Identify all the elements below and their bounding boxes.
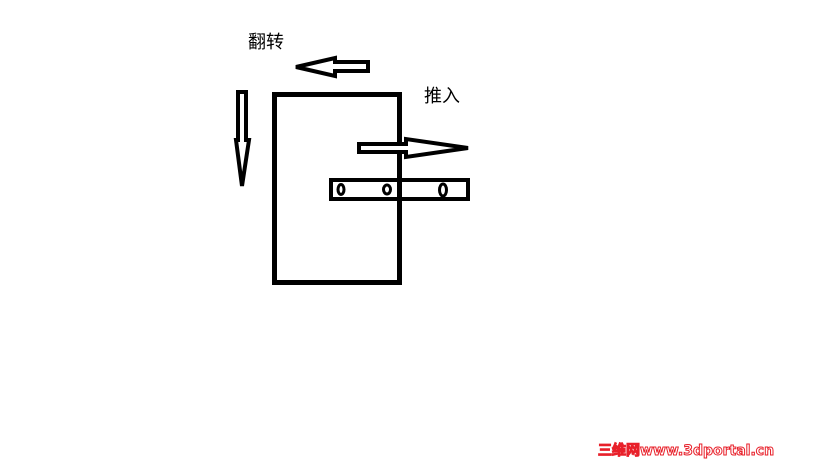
hole-1 [336,183,346,196]
flip-label: 翻转 [248,32,284,53]
frame-rectangle [272,92,402,285]
down-arrow-icon [233,90,252,187]
bar-rectangle [329,178,470,201]
flip-arrow-icon [295,55,370,79]
hole-2 [382,183,392,196]
hole-3 [438,182,448,198]
push-in-label: 推入 [424,86,460,107]
push-arrow-icon [357,136,469,160]
watermark-text: 三维网www.3dportal.cn [597,443,775,460]
